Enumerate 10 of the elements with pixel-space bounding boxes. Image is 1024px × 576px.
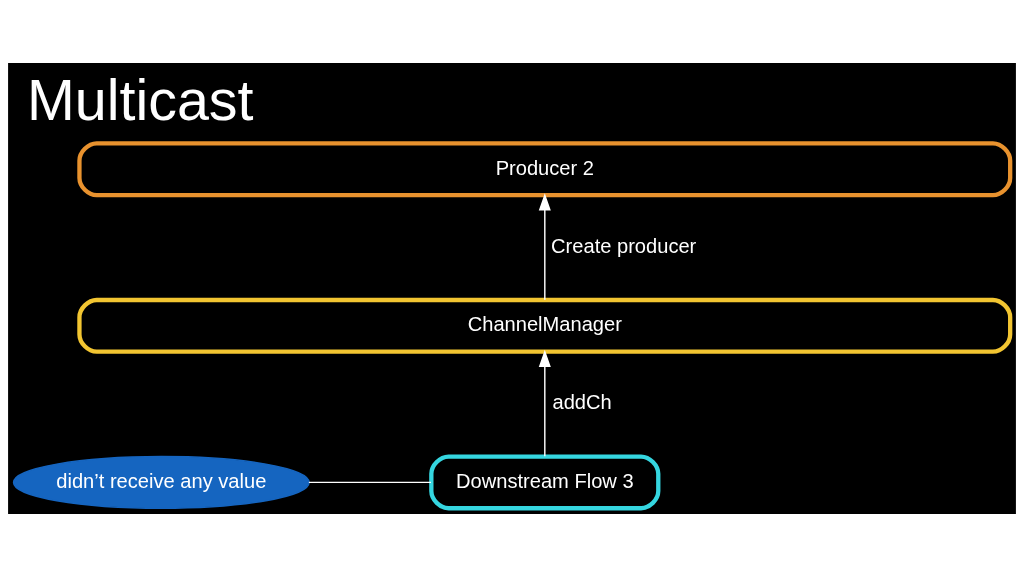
edge-label: addCh: [552, 390, 612, 413]
arrow: [538, 192, 551, 300]
node-ellipse: didn’t receive any value: [12, 455, 310, 509]
diagram-title: Multicast: [26, 67, 254, 132]
connector: [308, 481, 432, 483]
node-box: ChannelManager: [77, 297, 1013, 354]
node-box: Downstream Flow 3: [429, 453, 661, 510]
node-box: Producer 2: [77, 140, 1013, 197]
arrow: [538, 349, 551, 457]
edge-label: Create producer: [551, 234, 697, 257]
